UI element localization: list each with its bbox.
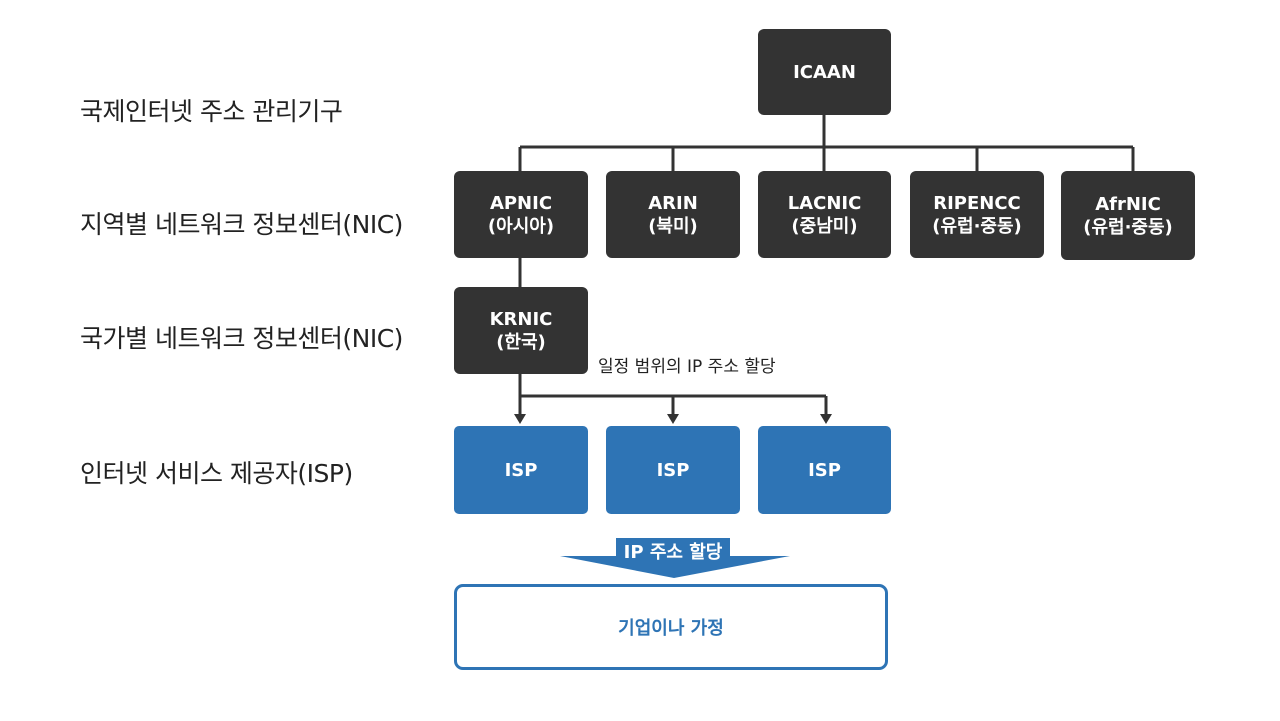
nic-name: ARIN	[648, 192, 698, 214]
ip-allocation-label: IP 주소 할당	[616, 538, 730, 563]
end-users-label: 기업이나 가정	[618, 618, 724, 639]
isp-label: ISP	[656, 459, 690, 481]
level-label-isp: 인터넷 서비스 제공자(ISP)	[80, 459, 353, 488]
nic-region: (유럽·중동)	[1083, 216, 1173, 238]
nic-name: RIPENCC	[933, 192, 1021, 214]
regional-nic-node: LACNIC (중남미)	[758, 171, 891, 258]
regional-nic-node: APNIC (아시아)	[454, 171, 588, 258]
nic-name: KRNIC	[489, 308, 553, 330]
regional-nic-node: ARIN (북미)	[606, 171, 740, 258]
isp-node: ISP	[758, 426, 891, 514]
level-label-international: 국제인터넷 주소 관리기구	[80, 97, 343, 126]
nic-name: APNIC	[489, 192, 553, 214]
nic-region: (아시아)	[487, 215, 555, 237]
isp-label: ISP	[808, 459, 841, 481]
nic-region: (북미)	[648, 215, 698, 237]
nic-region: (유럽·중동)	[932, 215, 1022, 237]
nic-name: AfrNIC	[1095, 193, 1161, 215]
nic-region: (한국)	[496, 331, 546, 353]
isp-node: ISP	[606, 426, 740, 514]
isp-label: ISP	[504, 459, 538, 481]
arrow-isp-3	[820, 414, 832, 424]
regional-nic-node: AfrNIC (유럽·중동)	[1061, 171, 1195, 260]
end-users-node: 기업이나 가정	[454, 584, 888, 670]
arrow-isp-2	[667, 414, 679, 424]
level-label-national: 국가별 네트워크 정보센터(NIC)	[80, 324, 403, 353]
national-nic-node: KRNIC (한국)	[454, 287, 588, 374]
nic-region: (중남미)	[791, 215, 858, 237]
icaan-label: ICAAN	[793, 61, 856, 83]
regional-nic-node: RIPENCC (유럽·중동)	[910, 171, 1044, 258]
range-note: 일정 범위의 IP 주소 할당	[598, 357, 776, 377]
isp-node: ISP	[454, 426, 588, 514]
nic-name: LACNIC	[787, 192, 862, 214]
icaan-node: ICAAN	[758, 29, 891, 115]
level-label-regional: 지역별 네트워크 정보센터(NIC)	[80, 210, 403, 239]
arrow-isp-1	[514, 414, 526, 424]
